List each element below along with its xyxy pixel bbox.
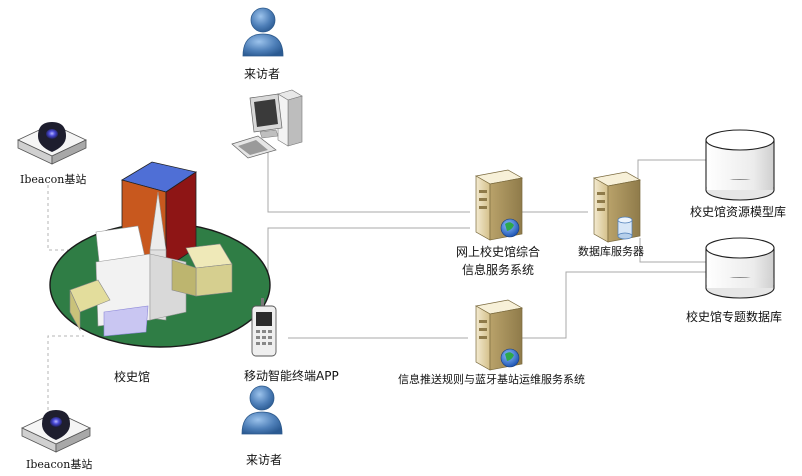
line-mobile-to-web-server: [267, 227, 470, 295]
web-server-icon: [474, 169, 524, 241]
visitor-top-icon: [242, 7, 284, 57]
ibeacon-top-icon: [17, 122, 87, 165]
mobile-phone-icon: [251, 298, 277, 357]
ibeacon-top-label: Ibeacon基站: [20, 173, 87, 186]
visitor-top-label: 来访者: [244, 67, 281, 81]
push-system-label: 信息推送规则与蓝牙基站运维服务系统: [398, 373, 585, 386]
topic-database-label: 校史馆专题数据库: [686, 310, 783, 324]
web-system-label-line2: 信息服务系统: [461, 263, 534, 277]
push-server-icon: [474, 299, 524, 371]
db-server-label: 数据库服务器: [578, 245, 644, 258]
web-system-label-line1: 网上校史馆综合: [455, 245, 540, 259]
line-push-to-db: [522, 271, 708, 339]
line-db-server-to-topic-db: [639, 238, 708, 263]
line-computer-to-web-server: [267, 150, 470, 213]
model-database-icon: [705, 129, 775, 201]
ibeacon-bottom-icon: [21, 410, 91, 453]
visitor-bottom-icon: [241, 385, 283, 435]
ibeacon-bottom-label: Ibeacon基站: [26, 458, 93, 471]
line-db-server-to-model-db: [637, 159, 706, 180]
museum-illustration: [49, 161, 271, 348]
line-beacon-bottom: [47, 335, 84, 410]
topic-database-icon: [705, 237, 775, 299]
model-database-label: 校史馆资源模型库: [690, 205, 787, 219]
visitor-bottom-label: 来访者: [246, 453, 283, 467]
line-beacon-top: [47, 185, 80, 251]
museum-label: 校史馆: [114, 370, 151, 384]
db-server-icon: [592, 171, 642, 243]
desktop-computer-icon: [231, 89, 303, 159]
mobile-app-label: 移动智能终端APP: [244, 369, 339, 383]
